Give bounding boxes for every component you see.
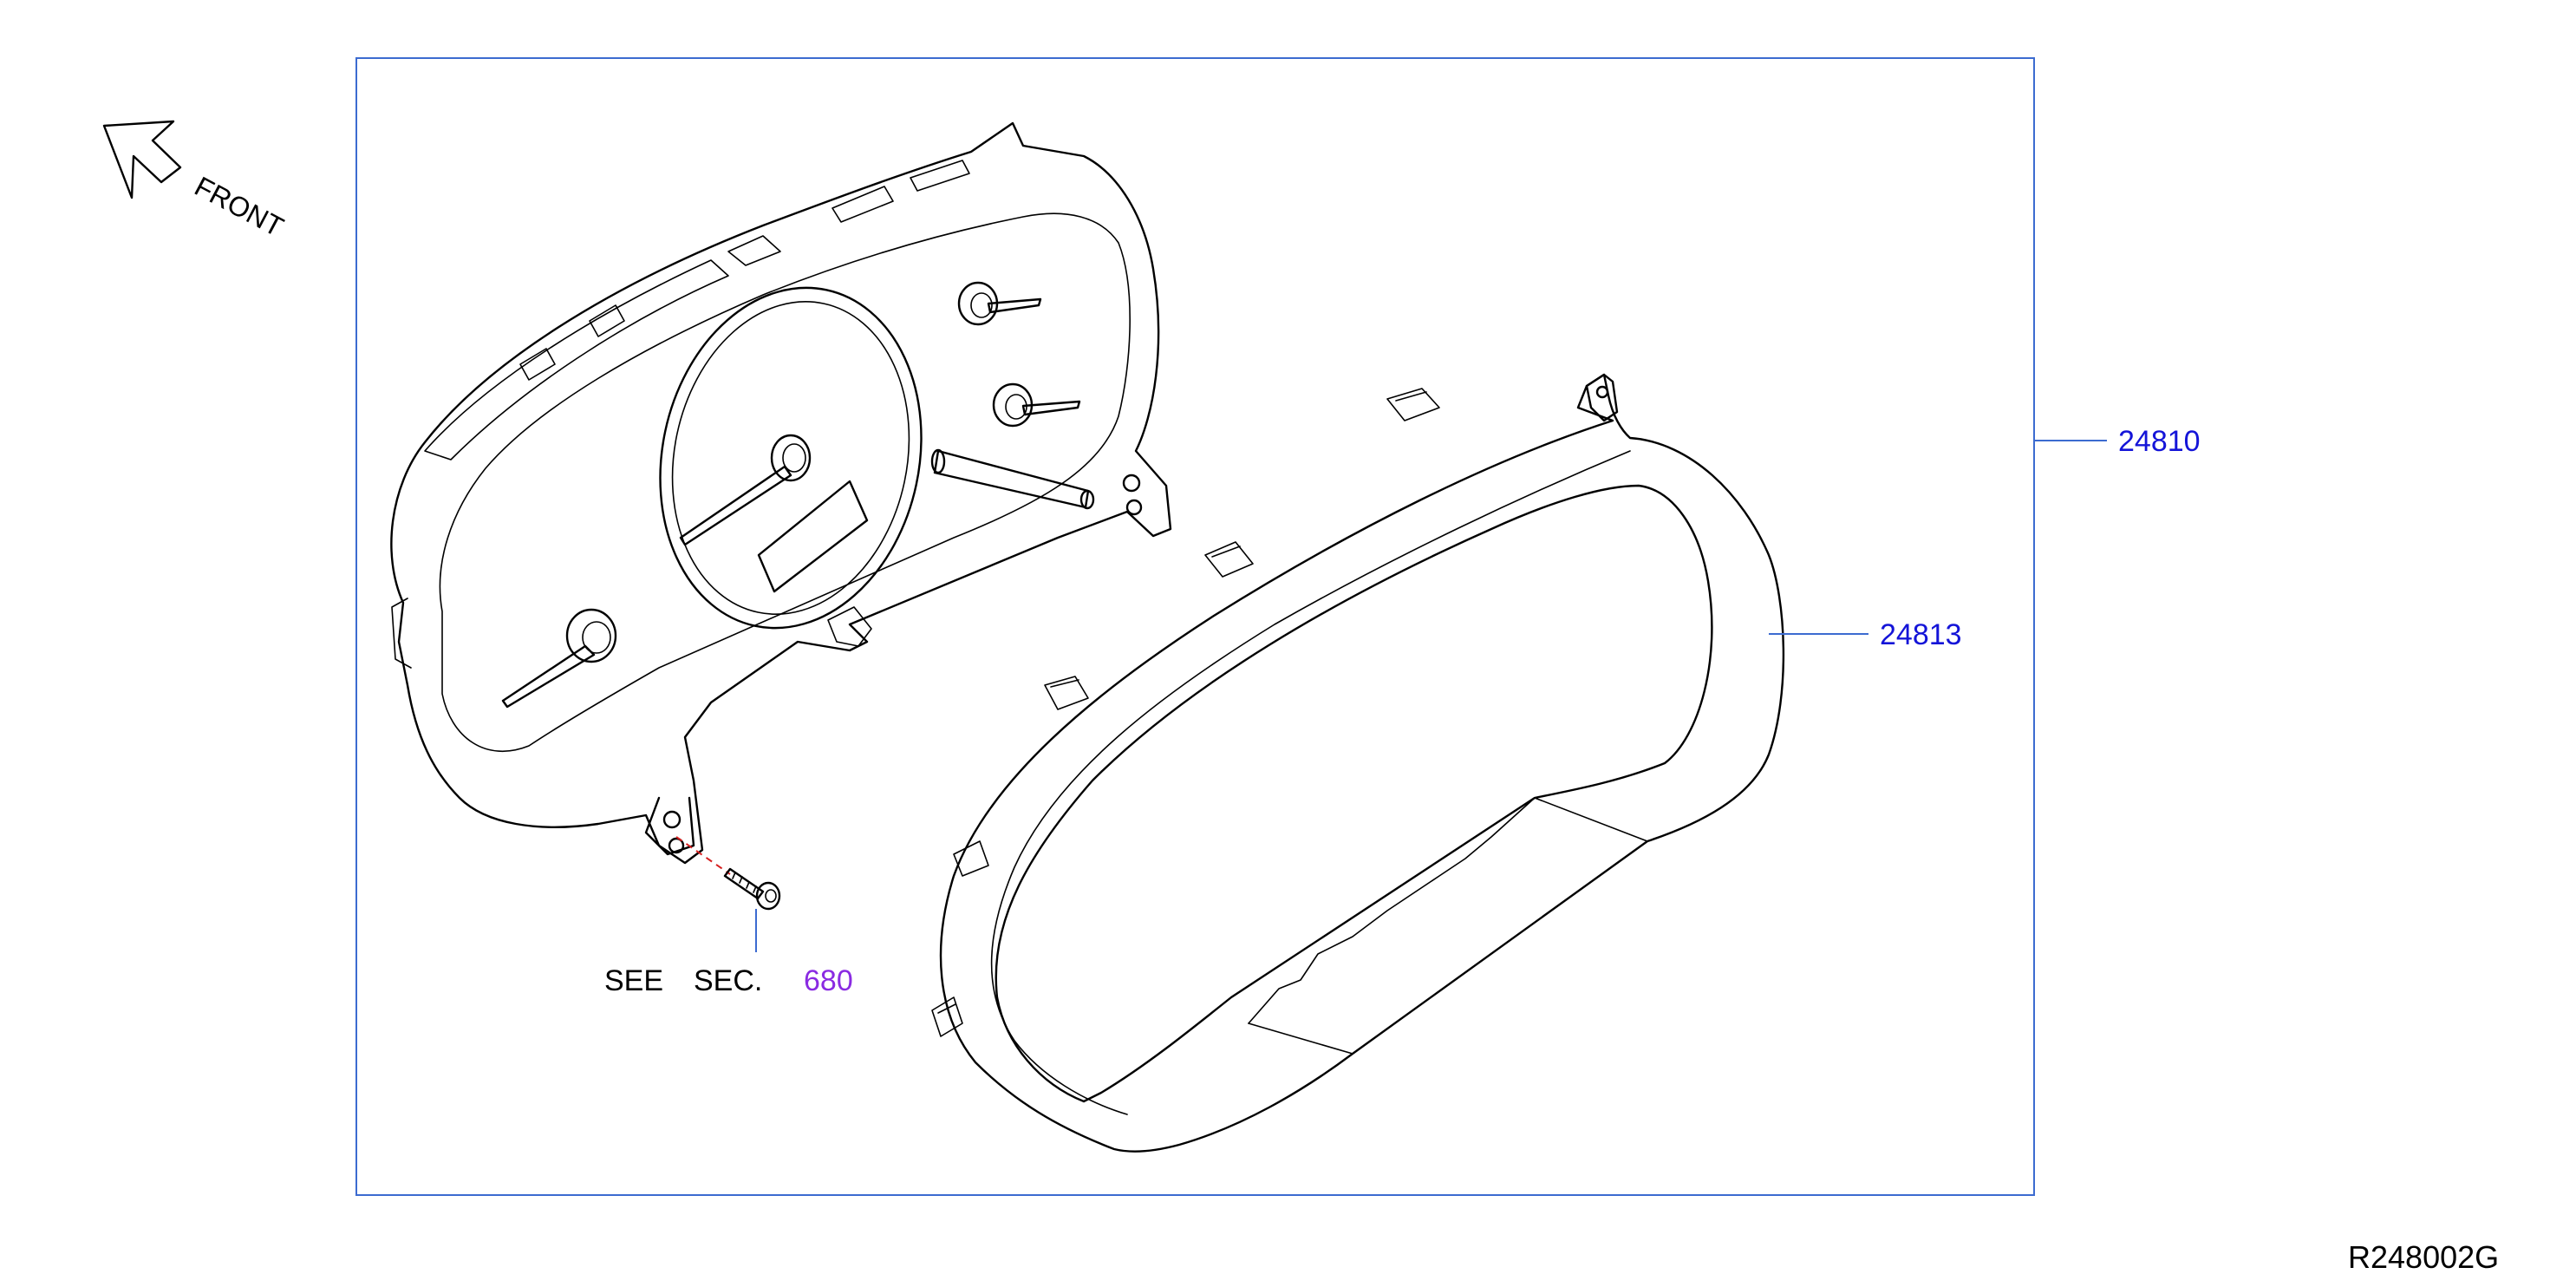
front-direction-arrow: FRONT <box>102 120 289 243</box>
screw-drawing <box>675 836 781 952</box>
section-reference-link[interactable]: 680 <box>804 964 853 997</box>
figure-code: R248002G <box>2348 1239 2499 1275</box>
callout-24810[interactable]: 24810 <box>2118 425 2201 458</box>
see-label: SEE <box>604 964 663 997</box>
combination-meter-drawing <box>390 121 1172 865</box>
callout-24813[interactable]: 24813 <box>1880 618 1962 651</box>
front-label: FRONT <box>190 170 289 243</box>
screw-alignment-line <box>675 836 731 875</box>
meter-front-cover-drawing <box>931 373 1785 1153</box>
assembly-frame <box>355 57 2035 1196</box>
sec-label: SEC. <box>694 964 762 997</box>
